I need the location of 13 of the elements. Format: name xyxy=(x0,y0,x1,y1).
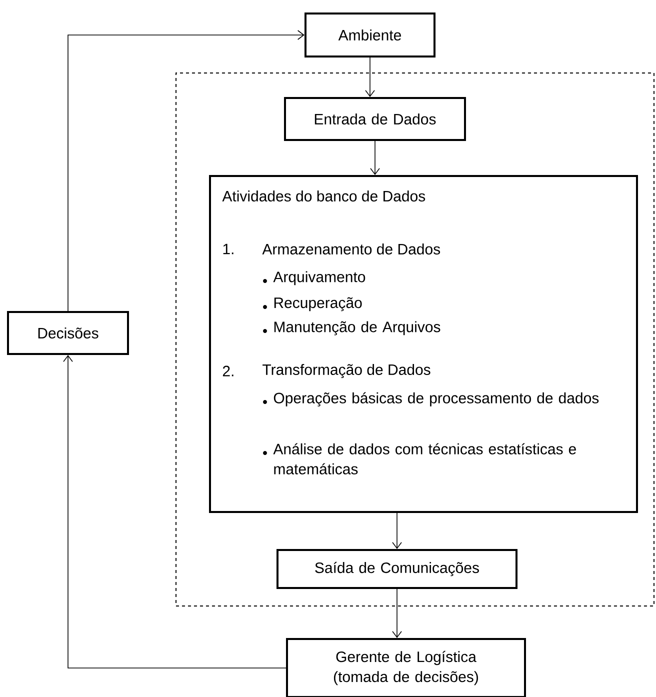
process-box: Ambiente xyxy=(304,12,436,58)
arrow xyxy=(370,140,380,175)
process-box: Entrada de Dados xyxy=(284,97,466,141)
arrow xyxy=(63,355,286,668)
process-box: Gerente de Logística (tomada de decisões) xyxy=(286,638,526,697)
activities-box: Atividades do banco de Dados 1. Armazenamento de Dados Arquivamento Recuperação Manutenção de Arquivos 2. Transformação de Dados Operações básicas de processamento de dados Análise de dados com técnicas estatísticas e matemáticas xyxy=(209,175,638,513)
process-box: Decisões xyxy=(7,311,129,355)
arrow xyxy=(392,588,402,638)
arrow xyxy=(392,512,402,549)
process-box: Saída de Comunicações xyxy=(276,549,518,589)
arrow xyxy=(365,57,375,97)
arrow xyxy=(68,30,304,312)
dashed-frame xyxy=(176,72,654,606)
